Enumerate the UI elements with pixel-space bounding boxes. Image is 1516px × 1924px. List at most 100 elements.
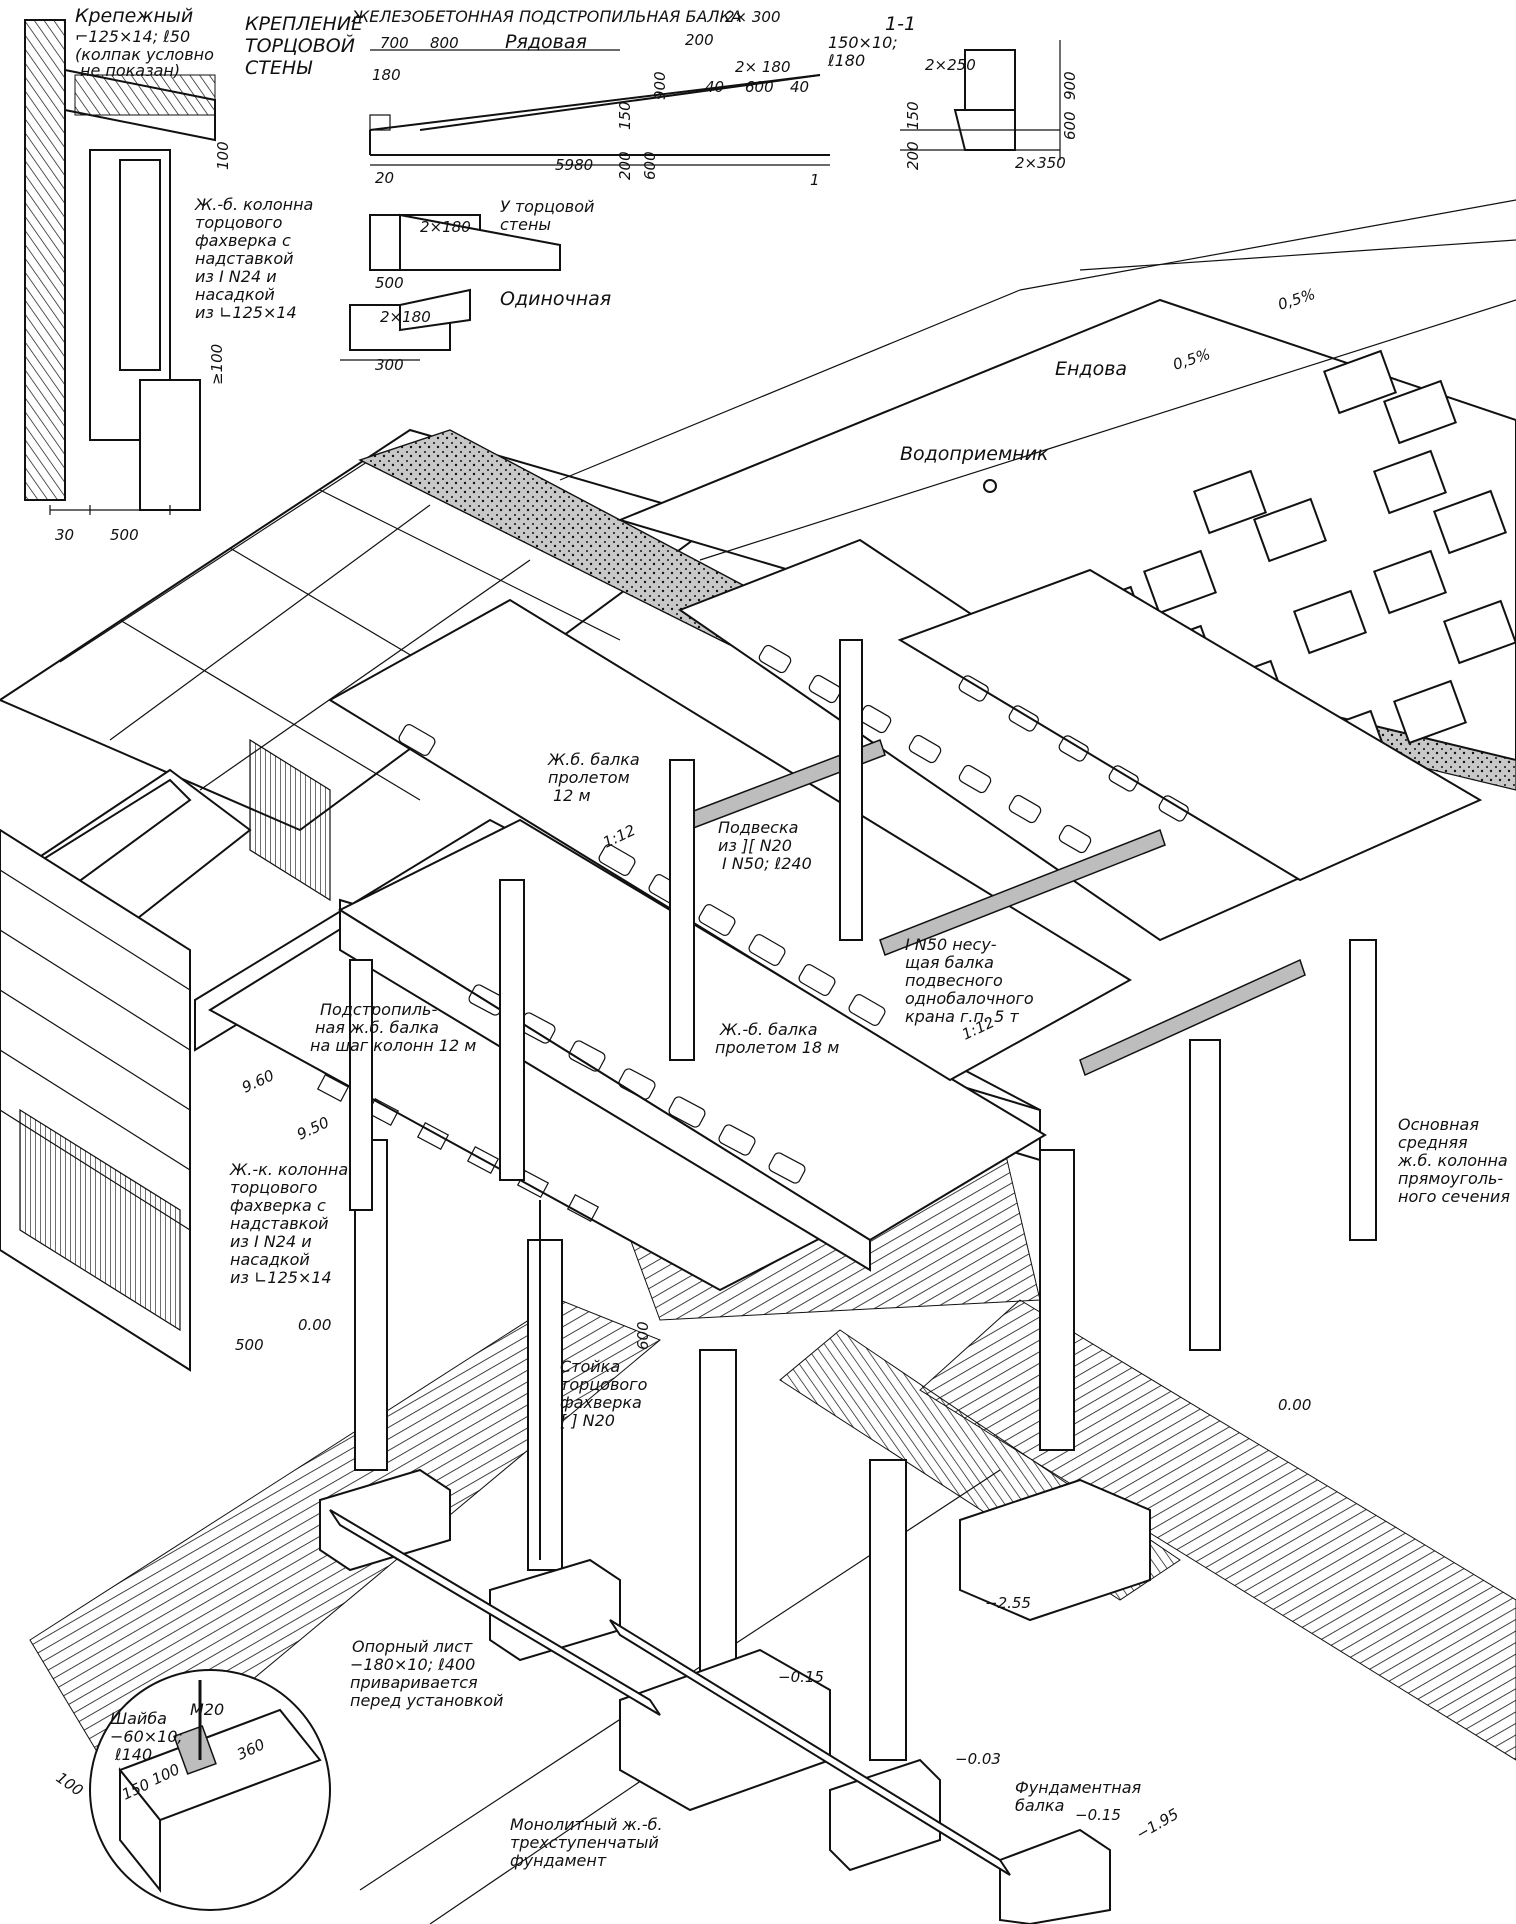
dim-5980: 5980 — [555, 156, 593, 174]
section-1-1-drawing — [900, 40, 1061, 160]
wall-dim-100: 100 — [214, 141, 232, 170]
crane-label-1: I N50 несу- — [905, 935, 997, 954]
wall-column-4: надставкой — [195, 249, 294, 268]
main-column-3: ж.б. колонна — [1397, 1151, 1508, 1170]
dim-2x180b: 2×180 — [420, 218, 471, 236]
end-column-1: Ж.-к. колонна — [229, 1160, 348, 1179]
end-wall-label-1: У торцовой — [500, 197, 594, 216]
fastener-note2: не показан) — [80, 61, 180, 80]
single-label: Одиночная — [500, 288, 611, 310]
slope-label-1: 0,5% — [1276, 285, 1318, 314]
end-column-2: торцового — [230, 1178, 318, 1197]
end-column-3: фахверка с — [230, 1196, 326, 1215]
support-plate-4: перед установкой — [350, 1691, 503, 1710]
section-text: 1-1 2×250 900 150 600 200 2×350 — [885, 13, 1079, 172]
mark-9-60: 9.60 — [239, 1066, 277, 1096]
mark-500: 500 — [235, 1336, 264, 1354]
wall-title-3: СТЕНЫ — [245, 57, 313, 79]
sec-900: 900 — [1061, 71, 1079, 100]
mark-m1-95: −1.95 — [1133, 1805, 1182, 1844]
mark-0-00-right: 0.00 — [1278, 1396, 1311, 1414]
wall-column-2: торцового — [195, 213, 283, 232]
washer-1: Шайба — [110, 1709, 167, 1728]
beam-detail-drawing — [340, 49, 830, 361]
dim-2x180: 2× 180 — [735, 58, 791, 76]
dim-1: 1 — [810, 171, 820, 189]
wall-dim-500: 500 — [110, 526, 139, 544]
hanger-label-2: из ][ N20 — [718, 836, 792, 855]
beam18-label-1: Ж.-б. балка — [719, 1020, 818, 1039]
beam-detail-text: ЖЕЛЕЗОБЕТОННАЯ ПОДСТРОПИЛЬНАЯ БАЛКА 2× 3… — [351, 7, 898, 374]
sec-150: 150 — [904, 101, 922, 130]
sec-2x250: 2×250 — [925, 56, 976, 74]
sec-600: 600 — [1061, 111, 1079, 140]
wall-dim-30: 30 — [55, 526, 74, 544]
beam12-label-1: Ж.б. балка — [547, 750, 640, 769]
beam12-label-2: пролетом — [548, 768, 630, 787]
post-label-4: [ ] N20 — [560, 1411, 615, 1430]
drain-label: Водоприемник — [900, 443, 1049, 465]
beam12-label-3: 12 м — [553, 786, 591, 805]
section-title: 1-1 — [885, 13, 916, 35]
hanger-label-3: I N50; ℓ240 — [722, 854, 812, 873]
foundation-3: фундамент — [510, 1851, 607, 1870]
dim-150: 150 — [616, 101, 634, 130]
subtruss-label-1: Подстропиль- — [320, 1000, 437, 1019]
wall-column-1: Ж.-б. колонна — [194, 195, 313, 214]
support-plate-3: приваривается — [350, 1673, 478, 1692]
sec-200: 200 — [904, 141, 922, 170]
dim-900: 900 — [651, 71, 669, 100]
support-plate-2: −180×10; ℓ400 — [350, 1655, 475, 1674]
mark-600: 600 — [634, 1321, 652, 1350]
found-beam-2: балка — [1015, 1796, 1064, 1815]
dim-200b: 200 — [616, 151, 634, 180]
beam-detail-title-dim: 2× 300 — [725, 8, 781, 26]
main-column-1: Основная — [1398, 1115, 1479, 1134]
dim-200: 200 — [685, 31, 714, 49]
post-label-2: торцового — [560, 1375, 648, 1394]
crane-beams — [669, 739, 1306, 1077]
beam18-label-2: пролетом 18 м — [715, 1038, 839, 1057]
mark-9-50: 9.50 — [294, 1113, 332, 1143]
dim-600b: 600 — [641, 151, 659, 180]
bolt-label: M20 — [190, 1700, 224, 1719]
hanger-label-1: Подвеска — [718, 818, 798, 837]
mark-m0-15: −0.15 — [778, 1668, 824, 1686]
end-wall-label-2: стены — [500, 215, 551, 234]
plate-spec-1: 150×10; — [828, 33, 898, 52]
detail-circle — [89, 1669, 331, 1911]
fastener-spec: ⌐125×14; ℓ50 — [75, 27, 190, 46]
detail-wall-drawing — [24, 19, 216, 515]
dim-40b: 40 — [790, 78, 809, 96]
crane-label-4: однобалочного — [905, 989, 1034, 1008]
post-label-1: Стойка — [560, 1357, 620, 1376]
columns — [349, 639, 1377, 1761]
end-wall — [0, 679, 571, 1372]
fastener-note1: (колпак условно — [75, 45, 214, 64]
washer-2: −60×10; — [110, 1727, 183, 1746]
end-column-4: надставкой — [230, 1214, 329, 1233]
end-column-7: из ∟125×14 — [230, 1268, 332, 1287]
dim-2x180c: 2×180 — [380, 308, 431, 326]
wall-dim-ge100: ≥100 — [208, 344, 226, 385]
beam-12m — [328, 598, 1132, 1082]
dim-500: 500 — [375, 274, 404, 292]
foundation-2: трехступенчатый — [510, 1833, 659, 1852]
wall-title-2: ТОРЦОВОЙ — [245, 34, 355, 57]
subtruss-label-3: на шаг колонн 12 м — [310, 1036, 476, 1055]
dim-300: 300 — [375, 356, 404, 374]
found-beam-1: Фундаментная — [1015, 1778, 1142, 1797]
wall-title-1: КРЕПЛЕНИЕ — [245, 13, 363, 35]
dim-600: 600 — [745, 78, 774, 96]
beam-right-2 — [897, 568, 1483, 882]
circle-dim-100a: 100 — [53, 1769, 87, 1800]
crane-label-5: крана г.п. 5 т — [905, 1007, 1019, 1026]
wall-column-7: из ∟125×14 — [195, 303, 297, 322]
dim-700: 700 — [380, 34, 409, 52]
dim-800: 800 — [430, 34, 459, 52]
support-plate-1: Опорный лист — [352, 1637, 473, 1656]
row-label: Рядовая — [505, 31, 587, 53]
washer-3: ℓ140 — [114, 1745, 152, 1764]
main-column-5: ного сечения — [1398, 1187, 1510, 1206]
